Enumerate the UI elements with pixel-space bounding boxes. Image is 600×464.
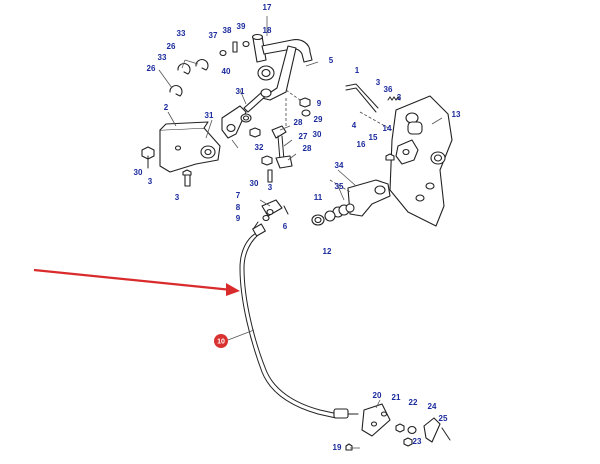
callout-11[interactable]: 11 xyxy=(314,193,323,202)
callout-13[interactable]: 13 xyxy=(452,110,461,119)
callout-3[interactable]: 3 xyxy=(397,93,402,102)
callout-26[interactable]: 26 xyxy=(147,64,156,73)
callout-18[interactable]: 18 xyxy=(263,26,272,35)
leader-lines xyxy=(167,16,443,449)
callout-39[interactable]: 39 xyxy=(237,22,246,31)
callout-30[interactable]: 30 xyxy=(250,179,259,188)
highlight-marker xyxy=(214,334,228,348)
mounting-plate xyxy=(345,83,453,227)
callout-6[interactable]: 6 xyxy=(283,222,288,231)
release-arm xyxy=(311,179,391,226)
callout-14[interactable]: 14 xyxy=(383,124,392,133)
callout-32[interactable]: 32 xyxy=(255,143,264,152)
callout-31[interactable]: 31 xyxy=(236,87,245,96)
adjuster-rod xyxy=(261,98,293,183)
lever-linkage xyxy=(221,105,261,139)
callout-1[interactable]: 1 xyxy=(355,66,360,75)
callout-3[interactable]: 3 xyxy=(268,183,273,192)
cable xyxy=(239,223,359,419)
callout-9[interactable]: 9 xyxy=(236,214,241,223)
callout-29[interactable]: 29 xyxy=(314,115,323,124)
callout-23[interactable]: 23 xyxy=(413,437,422,446)
callout-5[interactable]: 5 xyxy=(329,56,334,65)
callout-22[interactable]: 22 xyxy=(409,398,418,407)
lower-fittings xyxy=(345,403,451,451)
callout-33[interactable]: 33 xyxy=(158,53,167,62)
callout-28[interactable]: 28 xyxy=(294,118,303,127)
callout-25[interactable]: 25 xyxy=(439,414,448,423)
highlight-callout[interactable]: 10 xyxy=(214,329,255,348)
callout-36[interactable]: 36 xyxy=(384,85,393,94)
callout-33[interactable]: 33 xyxy=(177,29,186,38)
callout-3[interactable]: 3 xyxy=(175,193,180,202)
callout-26[interactable]: 26 xyxy=(167,42,176,51)
callout-21[interactable]: 21 xyxy=(392,393,401,402)
callout-16[interactable]: 16 xyxy=(357,140,366,149)
callout-30[interactable]: 30 xyxy=(313,130,322,139)
callout-24[interactable]: 24 xyxy=(428,402,437,411)
bracket xyxy=(141,121,221,187)
callout-15[interactable]: 15 xyxy=(369,133,378,142)
callout-40[interactable]: 40 xyxy=(222,67,231,76)
callout-27[interactable]: 27 xyxy=(299,132,308,141)
bolt-pair xyxy=(285,89,311,117)
callout-17[interactable]: 17 xyxy=(263,3,272,12)
highlight-label: 10 xyxy=(217,339,225,346)
callout-3[interactable]: 3 xyxy=(148,177,153,186)
callout-31[interactable]: 31 xyxy=(205,111,214,120)
callout-20[interactable]: 20 xyxy=(373,391,382,400)
callout-28[interactable]: 28 xyxy=(303,144,312,153)
callout-7[interactable]: 7 xyxy=(236,191,241,200)
callout-4[interactable]: 4 xyxy=(352,121,357,130)
pedal-assembly xyxy=(158,33,313,113)
callout-34[interactable]: 34 xyxy=(335,161,344,170)
callout-37[interactable]: 37 xyxy=(209,31,218,40)
callout-8[interactable]: 8 xyxy=(236,203,241,212)
pointer-arrow xyxy=(33,268,240,296)
callout-19[interactable]: 19 xyxy=(333,443,342,452)
callout-2[interactable]: 2 xyxy=(164,103,169,112)
callout-9[interactable]: 9 xyxy=(317,99,322,108)
bushing-set xyxy=(385,121,423,165)
callout-3[interactable]: 3 xyxy=(376,78,381,87)
callout-12[interactable]: 12 xyxy=(323,247,332,256)
callout-30[interactable]: 30 xyxy=(134,168,143,177)
callout-38[interactable]: 38 xyxy=(223,26,232,35)
callout-35[interactable]: 35 xyxy=(335,182,344,191)
